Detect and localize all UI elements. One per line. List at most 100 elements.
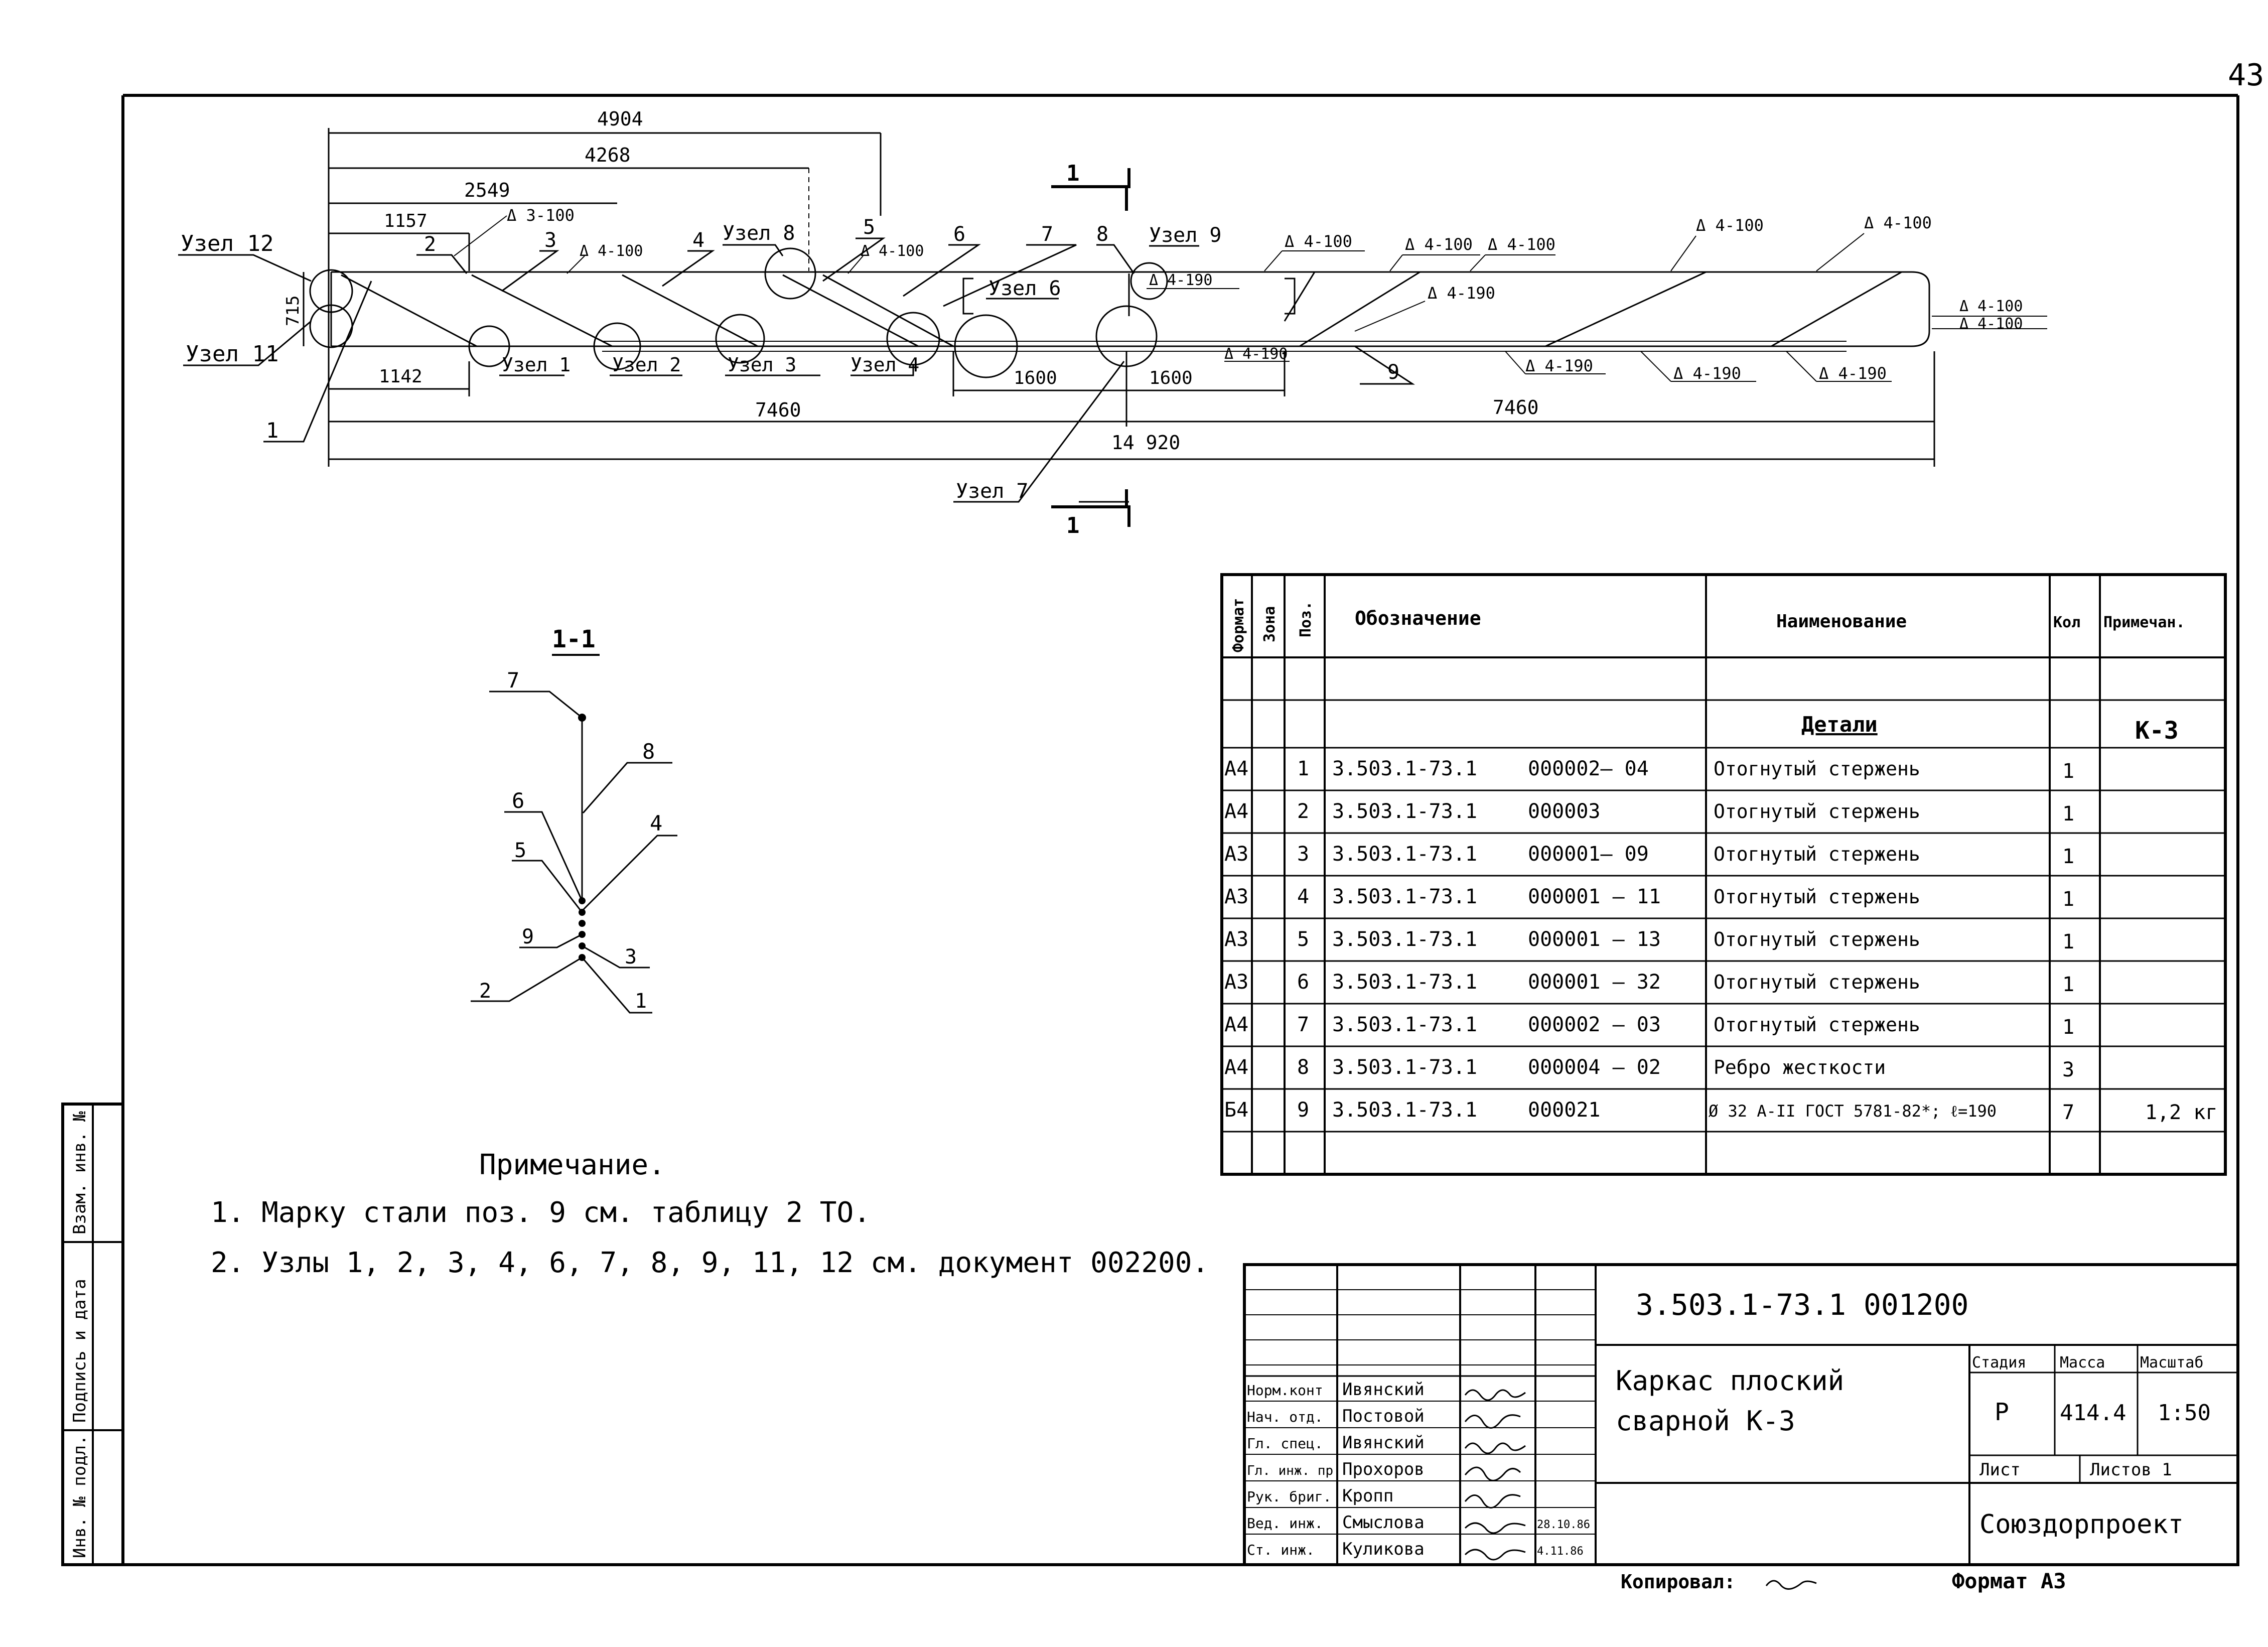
- spec-format: А4: [1224, 800, 1248, 823]
- tb-role-row: Гл. спец. Ивянский: [1247, 1433, 1425, 1453]
- spec-note: 1,2 кг: [2145, 1101, 2218, 1124]
- spec-format: А3: [1224, 885, 1248, 908]
- spec-format: А3: [1224, 843, 1248, 866]
- node-2-label: Узел 2: [612, 354, 681, 376]
- section-1-1: 1-1 7 8 6 4 5 9 3 2 1: [471, 625, 677, 1014]
- dim-7460-right: 7460: [1493, 396, 1539, 419]
- section-label-9: 9: [522, 925, 534, 948]
- section-label-6: 6: [512, 788, 524, 813]
- tb-stage-header: Стадия: [1972, 1354, 2026, 1371]
- spec-format: А3: [1224, 928, 1248, 951]
- pos-2: 2: [424, 233, 436, 256]
- weld-12: Δ 4-100: [1959, 298, 2023, 315]
- node-6-label: Узел 6: [988, 277, 1061, 300]
- section-label-4: 4: [650, 811, 662, 836]
- spec-doc: 3.503.1-73.1: [1332, 971, 1477, 994]
- tb-role: Рук. бриг.: [1247, 1488, 1332, 1505]
- node-leaders: [178, 244, 1199, 503]
- spec-doc: 3.503.1-73.1: [1332, 928, 1477, 951]
- spec-pos: 1: [1297, 757, 1309, 780]
- spec-name: Отогнутый стержень: [1714, 800, 1920, 822]
- tb-role-row: Рук. бриг. Кропп: [1247, 1486, 1393, 1506]
- spec-name: Отогнутый стержень: [1714, 843, 1920, 865]
- tb-mass: 414.4: [2060, 1400, 2126, 1426]
- weld-3: Δ 4-100: [861, 242, 924, 260]
- side-stamp-replace: Взам. инв. №: [70, 1111, 90, 1234]
- tb-person: Смыслова: [1342, 1513, 1425, 1533]
- pos-5: 5: [863, 216, 875, 239]
- dim-14920: 14 920: [1111, 432, 1180, 454]
- dim-4268: 4268: [585, 144, 631, 166]
- tb-person: Кропп: [1342, 1486, 1393, 1506]
- spec-qty: 7: [2062, 1101, 2074, 1124]
- spec-row-3: А3 3 3.503.1-73.1 000001— 09 Отогнутый с…: [1224, 843, 2074, 868]
- weld-1: Δ 3-100: [507, 206, 575, 225]
- spec-doc: 3.503.1-73.1: [1332, 885, 1477, 908]
- tb-mass-header: Масса: [2060, 1354, 2105, 1371]
- spec-code: 000001— 09: [1528, 843, 1649, 866]
- spec-row-9: Б4 9 3.503.1-73.1 000021 Ø 32 А-II ГОСТ …: [1224, 1099, 2218, 1124]
- spec-section-title: Детали: [1801, 712, 1878, 737]
- spec-doc: 3.503.1-73.1: [1332, 757, 1477, 780]
- spec-pos: 8: [1297, 1056, 1309, 1079]
- node-8-label: Узел 8: [723, 222, 795, 245]
- section-label-3: 3: [625, 945, 637, 969]
- node-7-label: Узел 7: [956, 480, 1029, 503]
- tb-role-row: Норм.конт Ивянский: [1247, 1380, 1425, 1400]
- spec-code: 000002— 04: [1528, 757, 1649, 780]
- tb-role: Нач. отд.: [1247, 1409, 1323, 1425]
- spec-pos: 6: [1297, 971, 1309, 994]
- sheet-number: 43: [2228, 58, 2264, 93]
- spec-row-7: А4 7 3.503.1-73.1 000002 — 03 Отогнутый …: [1224, 1013, 2074, 1039]
- copied-signature: [1765, 1580, 1817, 1590]
- spec-code: 000003: [1528, 800, 1601, 823]
- spec-qty: 1: [2062, 802, 2074, 826]
- spec-table: Формат Зона Поз. Обозначение Наименовани…: [1220, 573, 2227, 1176]
- tb-role-row: Гл. инж. пр. Прохоров: [1247, 1459, 1425, 1479]
- dim-7460-left: 7460: [755, 399, 801, 421]
- dim-4904: 4904: [597, 108, 643, 130]
- weld-8: Δ 4-100: [1488, 235, 1555, 254]
- weld-15: Δ 4-190: [1673, 364, 1741, 383]
- note-line-2: 2. Узлы 1, 2, 3, 4, 6, 7, 8, 9, 11, 12 с…: [211, 1247, 1209, 1279]
- spec-name: Ребро жесткости: [1714, 1056, 1886, 1078]
- spec-row-1: А4 1 3.503.1-73.1 000002— 04 Отогнутый с…: [1224, 757, 2074, 783]
- section-label-8: 8: [642, 739, 655, 764]
- tb-role: Ст. инж.: [1247, 1542, 1315, 1558]
- weld-16: Δ 4-190: [1819, 364, 1887, 383]
- node-4-label: Узел 4: [850, 354, 919, 376]
- section-mark-top: 1: [1066, 161, 1080, 186]
- notes-title: Примечание.: [479, 1149, 665, 1181]
- frame-elevation: 4904 4268 2549 1157 715 1142 1600 1600 7…: [178, 108, 2047, 538]
- section-label-2: 2: [479, 980, 491, 1003]
- tb-title-line-2: сварной К-3: [1616, 1405, 1795, 1437]
- spec-name: Отогнутый стержень: [1714, 886, 1920, 908]
- spec-pos: 4: [1297, 885, 1309, 908]
- tb-role: Норм.конт: [1247, 1382, 1323, 1399]
- pos-3: 3: [544, 229, 556, 252]
- tb-person: Прохоров: [1342, 1459, 1425, 1479]
- spec-doc: 3.503.1-73.1: [1332, 1013, 1477, 1036]
- pos-9: 9: [1387, 361, 1399, 384]
- pos-1: 1: [266, 418, 278, 443]
- spec-format: А3: [1224, 971, 1248, 994]
- tb-person: Ивянский: [1342, 1380, 1425, 1400]
- tb-role: Вед. инж.: [1247, 1515, 1323, 1532]
- tb-sheets: Листов 1: [2090, 1460, 2172, 1480]
- spec-qty: 1: [2062, 973, 2074, 996]
- signature-scribbles: [1464, 1389, 1526, 1561]
- tb-title-line-1: Каркас плоский: [1616, 1365, 1844, 1397]
- section-title: 1-1: [552, 625, 596, 653]
- spec-row-8: А4 8 3.503.1-73.1 000004 — 02 Ребро жест…: [1224, 1056, 2074, 1081]
- spec-code: 000001 — 13: [1528, 928, 1661, 951]
- spec-pos: 7: [1297, 1013, 1309, 1036]
- spec-header-designation: Обозначение: [1355, 607, 1481, 629]
- spec-name: Отогнутый стержень: [1714, 971, 1920, 993]
- spec-qty: 1: [2062, 930, 2074, 953]
- position-leaders: [263, 237, 1415, 503]
- tb-person: Ивянский: [1342, 1433, 1425, 1453]
- spec-format: А4: [1224, 1056, 1248, 1079]
- spec-doc: 3.503.1-73.1: [1332, 800, 1477, 823]
- spec-code: 000002 — 03: [1528, 1013, 1661, 1036]
- frame-outline: [331, 271, 1930, 347]
